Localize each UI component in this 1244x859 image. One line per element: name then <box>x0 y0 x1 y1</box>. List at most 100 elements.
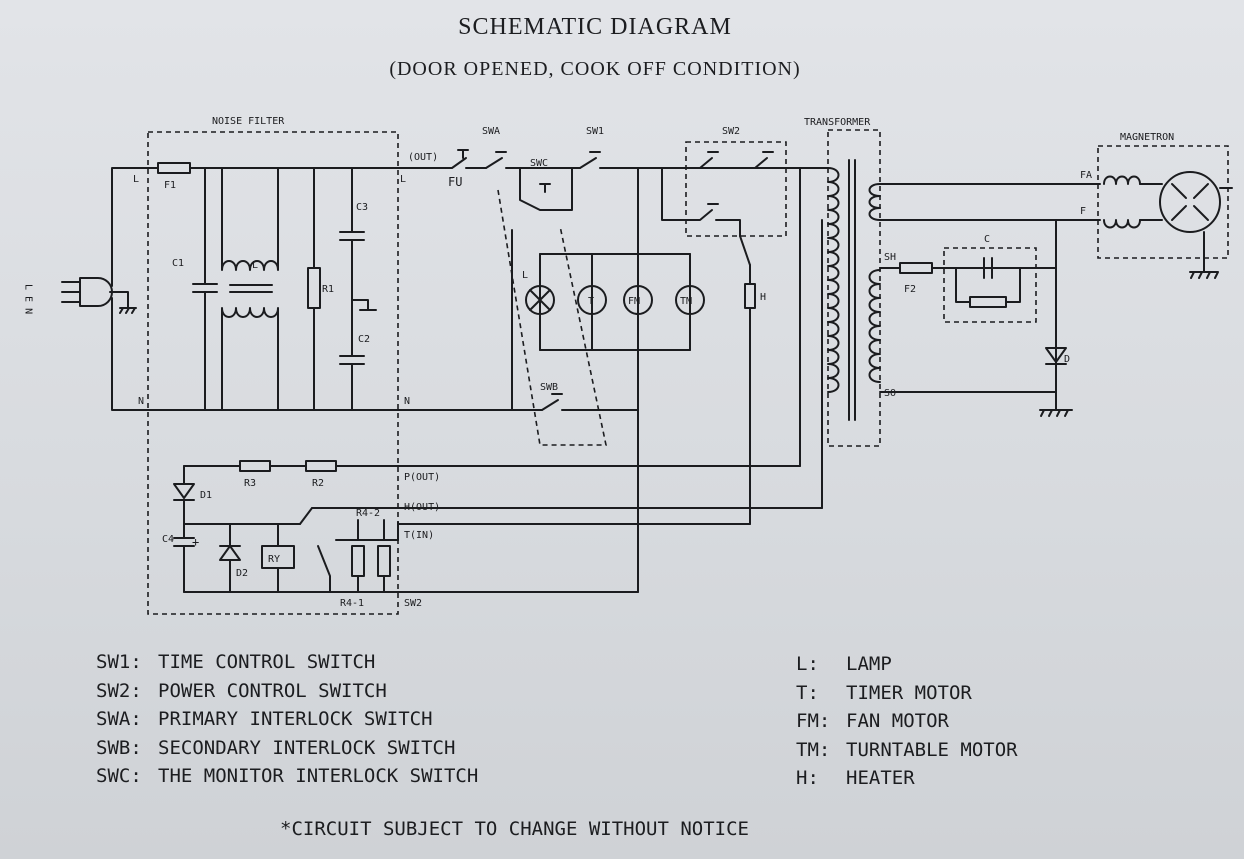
fan-motor-symbol <box>623 285 653 315</box>
sw2-terminal-label: SW2 <box>404 598 422 609</box>
capacitor-c1 <box>192 167 218 411</box>
legend-item: TM: TURNTABLE MOTOR <box>796 736 1018 765</box>
legend-text: PRIMARY INTERLOCK SWITCH <box>158 708 433 730</box>
legend-item: L: LAMP <box>796 650 1018 679</box>
f-label: F <box>1080 206 1086 217</box>
hv-capacitor-box <box>943 247 1037 323</box>
out-label: (OUT) <box>408 152 438 163</box>
legend-text: HEATER <box>846 767 915 789</box>
d2-label: D2 <box>236 568 248 579</box>
c1-label: C1 <box>172 258 184 269</box>
hv-capacitor <box>955 257 1021 308</box>
fm-label: FM <box>628 296 640 307</box>
sw2-contacts <box>661 151 774 266</box>
legend-switches: SW1: TIME CONTROL SWITCH SW2: POWER CONTRO… <box>96 648 478 791</box>
fuse-f1 <box>157 162 191 174</box>
control-board <box>173 167 823 593</box>
fu-label: FU <box>448 175 462 189</box>
legend-key: T: <box>796 681 819 704</box>
n-input-label: N <box>138 396 144 407</box>
legend-components: L: LAMP T: TIMER MOTOR FM: FAN MOTOR TM: TUR… <box>796 650 1018 793</box>
legend-key: SW2: <box>96 679 142 702</box>
legend-item: SW2: POWER CONTROL SWITCH <box>96 677 478 706</box>
transformer-label: TRANSFORMER <box>804 117 871 128</box>
legend-text: POWER CONTROL SWITCH <box>158 679 387 702</box>
legend-key: H: <box>796 767 819 789</box>
swa-label: SWA <box>482 126 500 137</box>
magnetron-symbol <box>1103 171 1233 279</box>
r2-label: R2 <box>312 478 324 489</box>
ry-label: RY <box>268 554 280 565</box>
legend-item: SWB: SECONDARY INTERLOCK SWITCH <box>96 734 478 763</box>
tm-label: TM <box>680 296 692 307</box>
c4-label: C4 <box>162 534 174 545</box>
r4-1-label: R4-1 <box>340 598 364 609</box>
legend-key: SWB: <box>96 736 142 759</box>
legend-key: SW1: <box>96 651 142 673</box>
n-output-label: N <box>404 396 410 407</box>
d-label: D <box>1064 354 1070 365</box>
c4-plus-label: + <box>192 535 199 549</box>
l-input-label: L <box>133 174 139 185</box>
c-label: C <box>984 234 990 245</box>
t-in-label: T(IN) <box>404 530 434 541</box>
legend-text: LAMP <box>846 653 892 675</box>
r1-label: R1 <box>322 284 334 295</box>
d1-label: D1 <box>200 490 212 501</box>
legend-key: TM: <box>796 738 831 761</box>
legend-item: H: HEATER <box>796 764 1018 793</box>
legend-text: FAN MOTOR <box>846 710 949 732</box>
circuit-schematic: NOISE FILTER L E N L N F1 C1 <box>23 116 1233 615</box>
power-plug <box>61 167 151 411</box>
legend-key: FM: <box>796 710 831 732</box>
legend-key: L: <box>796 653 819 675</box>
noise-filter-box <box>147 131 399 615</box>
p-out-label: P(OUT) <box>404 472 440 483</box>
page-title: SCHEMATIC DIAGRAM <box>458 14 732 40</box>
swc-label: SWC <box>530 158 548 169</box>
legend-text: TIMER MOTOR <box>846 681 972 704</box>
r4-2-label: R4-2 <box>356 508 380 519</box>
turntable-motor-symbol <box>675 285 705 315</box>
legend-text: THE MONITOR INTERLOCK SWITCH <box>158 765 479 787</box>
load-bank <box>511 167 691 411</box>
magnetron-box <box>1097 145 1229 259</box>
legend-item: SWC: THE MONITOR INTERLOCK SWITCH <box>96 762 478 791</box>
h-out-label: H(OUT) <box>404 502 440 513</box>
page-subtitle: (DOOR OPENED, COOK OFF CONDITION) <box>389 58 801 80</box>
legend-key: SWC: <box>96 765 142 787</box>
heater-symbol <box>744 264 756 481</box>
f1-label: F1 <box>164 180 176 191</box>
legend-item: T: TIMER MOTOR <box>796 679 1018 708</box>
c3-label: C3 <box>356 202 368 213</box>
so-label: SO <box>884 388 896 399</box>
footnote: *CIRCUIT SUBJECT TO CHANGE WITHOUT NOTIC… <box>280 818 749 840</box>
f2-label: F2 <box>904 284 916 295</box>
transformer-windings <box>827 159 881 421</box>
legend-text: SECONDARY INTERLOCK SWITCH <box>158 736 456 759</box>
resistor-r1 <box>307 167 321 411</box>
timer-motor-symbol <box>577 285 607 315</box>
legend-key: SWA: <box>96 708 142 730</box>
sw2-label: SW2 <box>722 126 740 137</box>
legend-text: TURNTABLE MOTOR <box>846 738 1018 761</box>
legend-item: FM: FAN MOTOR <box>796 707 1018 736</box>
noise-filter-label: NOISE FILTER <box>212 116 285 127</box>
secondary-wiring <box>879 183 1101 417</box>
transformer-box <box>827 129 881 447</box>
capacitor-c3-c2 <box>339 167 377 411</box>
choke-inductor <box>221 167 279 411</box>
legend-text: TIME CONTROL SWITCH <box>158 651 376 673</box>
choke-label: L <box>252 260 258 271</box>
t-label: T <box>588 296 594 307</box>
legend-item: SW1: TIME CONTROL SWITCH <box>96 648 478 677</box>
swb-label: SWB <box>540 382 558 393</box>
sw2-box <box>685 141 787 237</box>
magnetron-label: MAGNETRON <box>1120 132 1174 143</box>
main-switch-chain <box>399 149 829 211</box>
len-label: L E N <box>23 284 34 314</box>
lamp-label: L <box>522 270 528 281</box>
heater-label: H <box>760 292 766 303</box>
swb-switch <box>399 189 639 446</box>
